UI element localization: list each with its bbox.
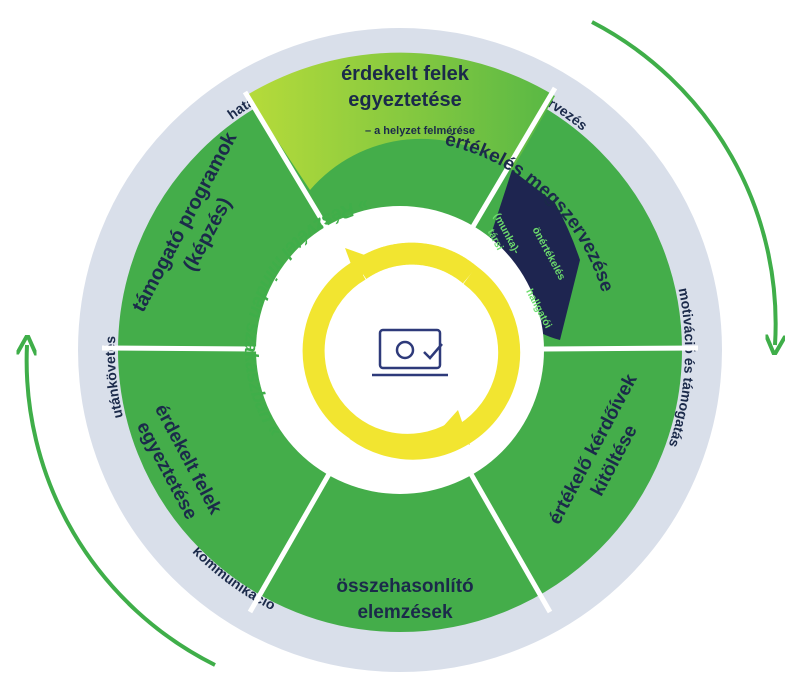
segment-top <box>247 52 555 191</box>
top-title-line2: egyeztetése <box>348 89 461 111</box>
top-title-line1: érdekelt felek <box>341 63 470 85</box>
arrow-right <box>591 20 776 345</box>
top-subtitle: – a helyzet felmérése <box>365 125 475 137</box>
arrow-left <box>27 345 216 667</box>
laptop-gear-check-icon <box>372 328 448 377</box>
yellow-cycle <box>302 242 521 460</box>
outer-ring-band <box>78 28 722 672</box>
bottom-line2: elemzések <box>357 602 453 623</box>
bottom-line1: összehasonlító <box>336 576 473 597</box>
